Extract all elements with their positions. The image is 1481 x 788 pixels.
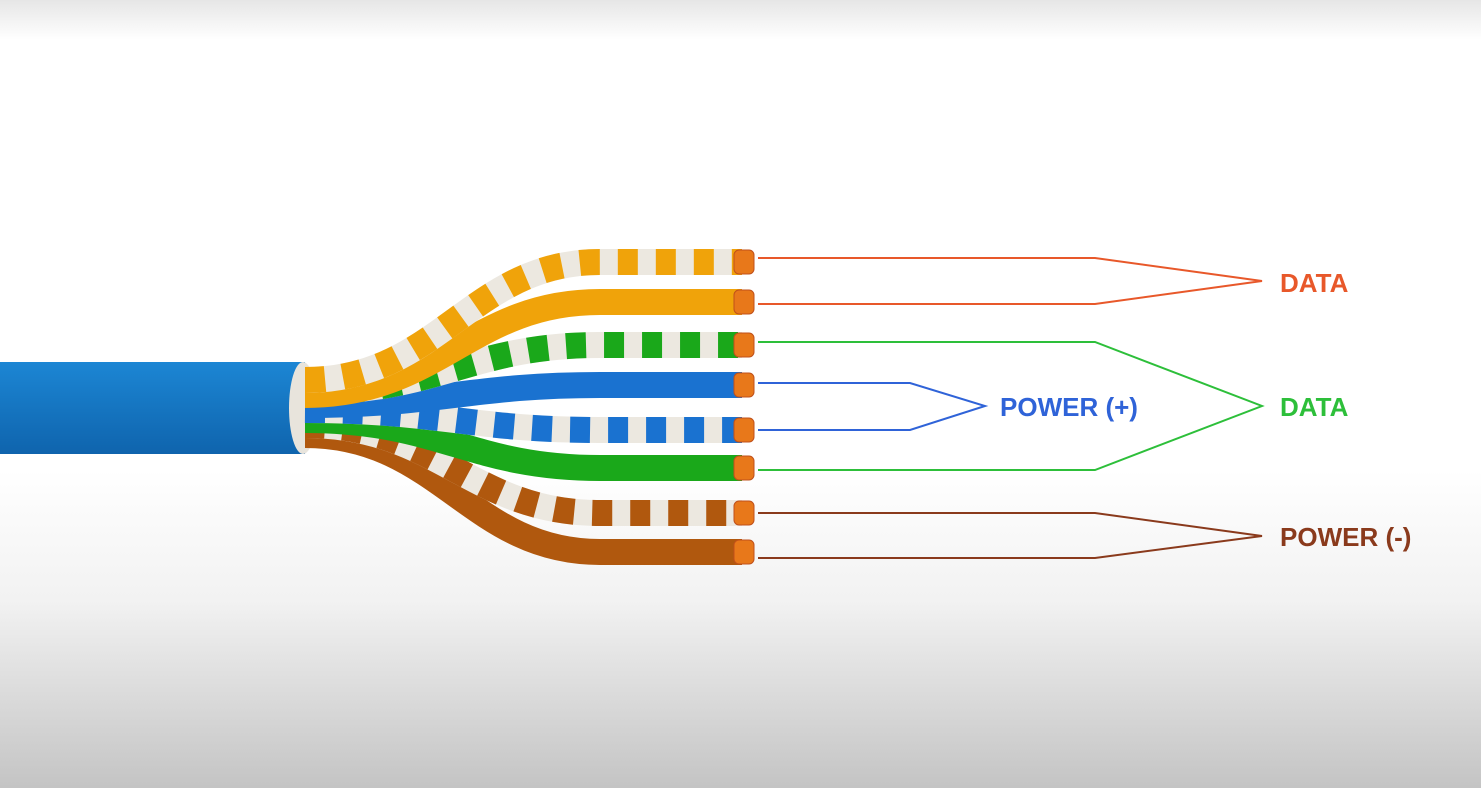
wire-orange [304,289,742,408]
copper-tip-green [733,455,755,481]
copper-tip-brown [733,539,755,565]
label-power-minus: POWER (-) [1280,522,1411,552]
line-brown-pair [758,512,1263,559]
line-green-pair [758,341,1265,471]
label-data-green: DATA [1280,392,1349,422]
wire-group [304,249,755,565]
copper-tip-orange-white [733,249,755,275]
copper-tip-blue [733,372,755,398]
wire-orange-white [304,249,742,393]
wire-blue [304,372,742,418]
line-blue-pair [758,382,989,431]
cable-jacket [0,362,305,454]
copper-tip-green-white [733,332,755,358]
copper-tip-brown-white [733,500,755,526]
line-orange-pair [758,257,1263,305]
label-power-plus: POWER (+) [1000,392,1138,422]
label-data-orange: DATA [1280,268,1349,298]
copper-tip-orange [733,289,755,315]
copper-tip-blue-white [733,417,755,443]
